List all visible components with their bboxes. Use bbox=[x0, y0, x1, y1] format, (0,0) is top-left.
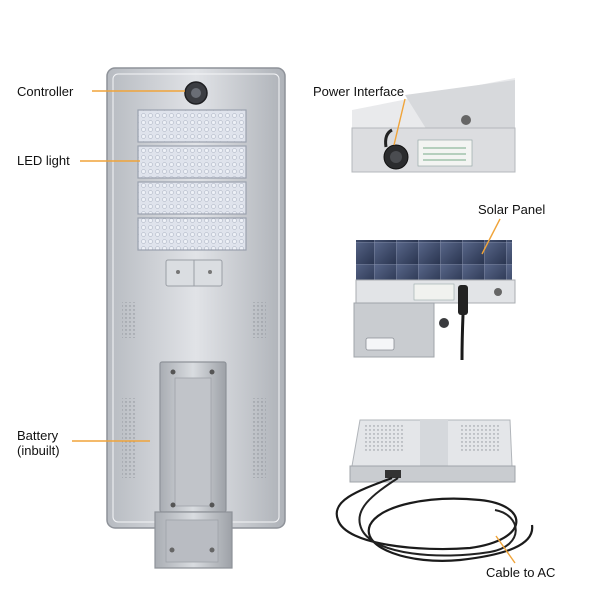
cable-detail bbox=[335, 419, 534, 562]
label-controller: Controller bbox=[17, 84, 74, 99]
led-modules bbox=[137, 109, 247, 251]
label-cable-to-ac: Cable to AC bbox=[486, 565, 556, 580]
label-power-interface: Power Interface bbox=[313, 84, 405, 99]
vent-grilles bbox=[122, 302, 266, 478]
solar-panel-detail bbox=[353, 240, 516, 361]
label-solar-panel: Solar Panel bbox=[478, 202, 546, 217]
power-interface-detail bbox=[351, 78, 516, 173]
callout-lines bbox=[72, 90, 516, 564]
label-battery-inbuilt: (inbuilt) bbox=[17, 443, 60, 458]
mounting-bracket bbox=[154, 361, 233, 569]
controller-sensor bbox=[184, 81, 208, 105]
mount-plate bbox=[165, 259, 223, 287]
label-led-light: LED light bbox=[17, 153, 70, 168]
label-battery: Battery bbox=[17, 428, 59, 443]
